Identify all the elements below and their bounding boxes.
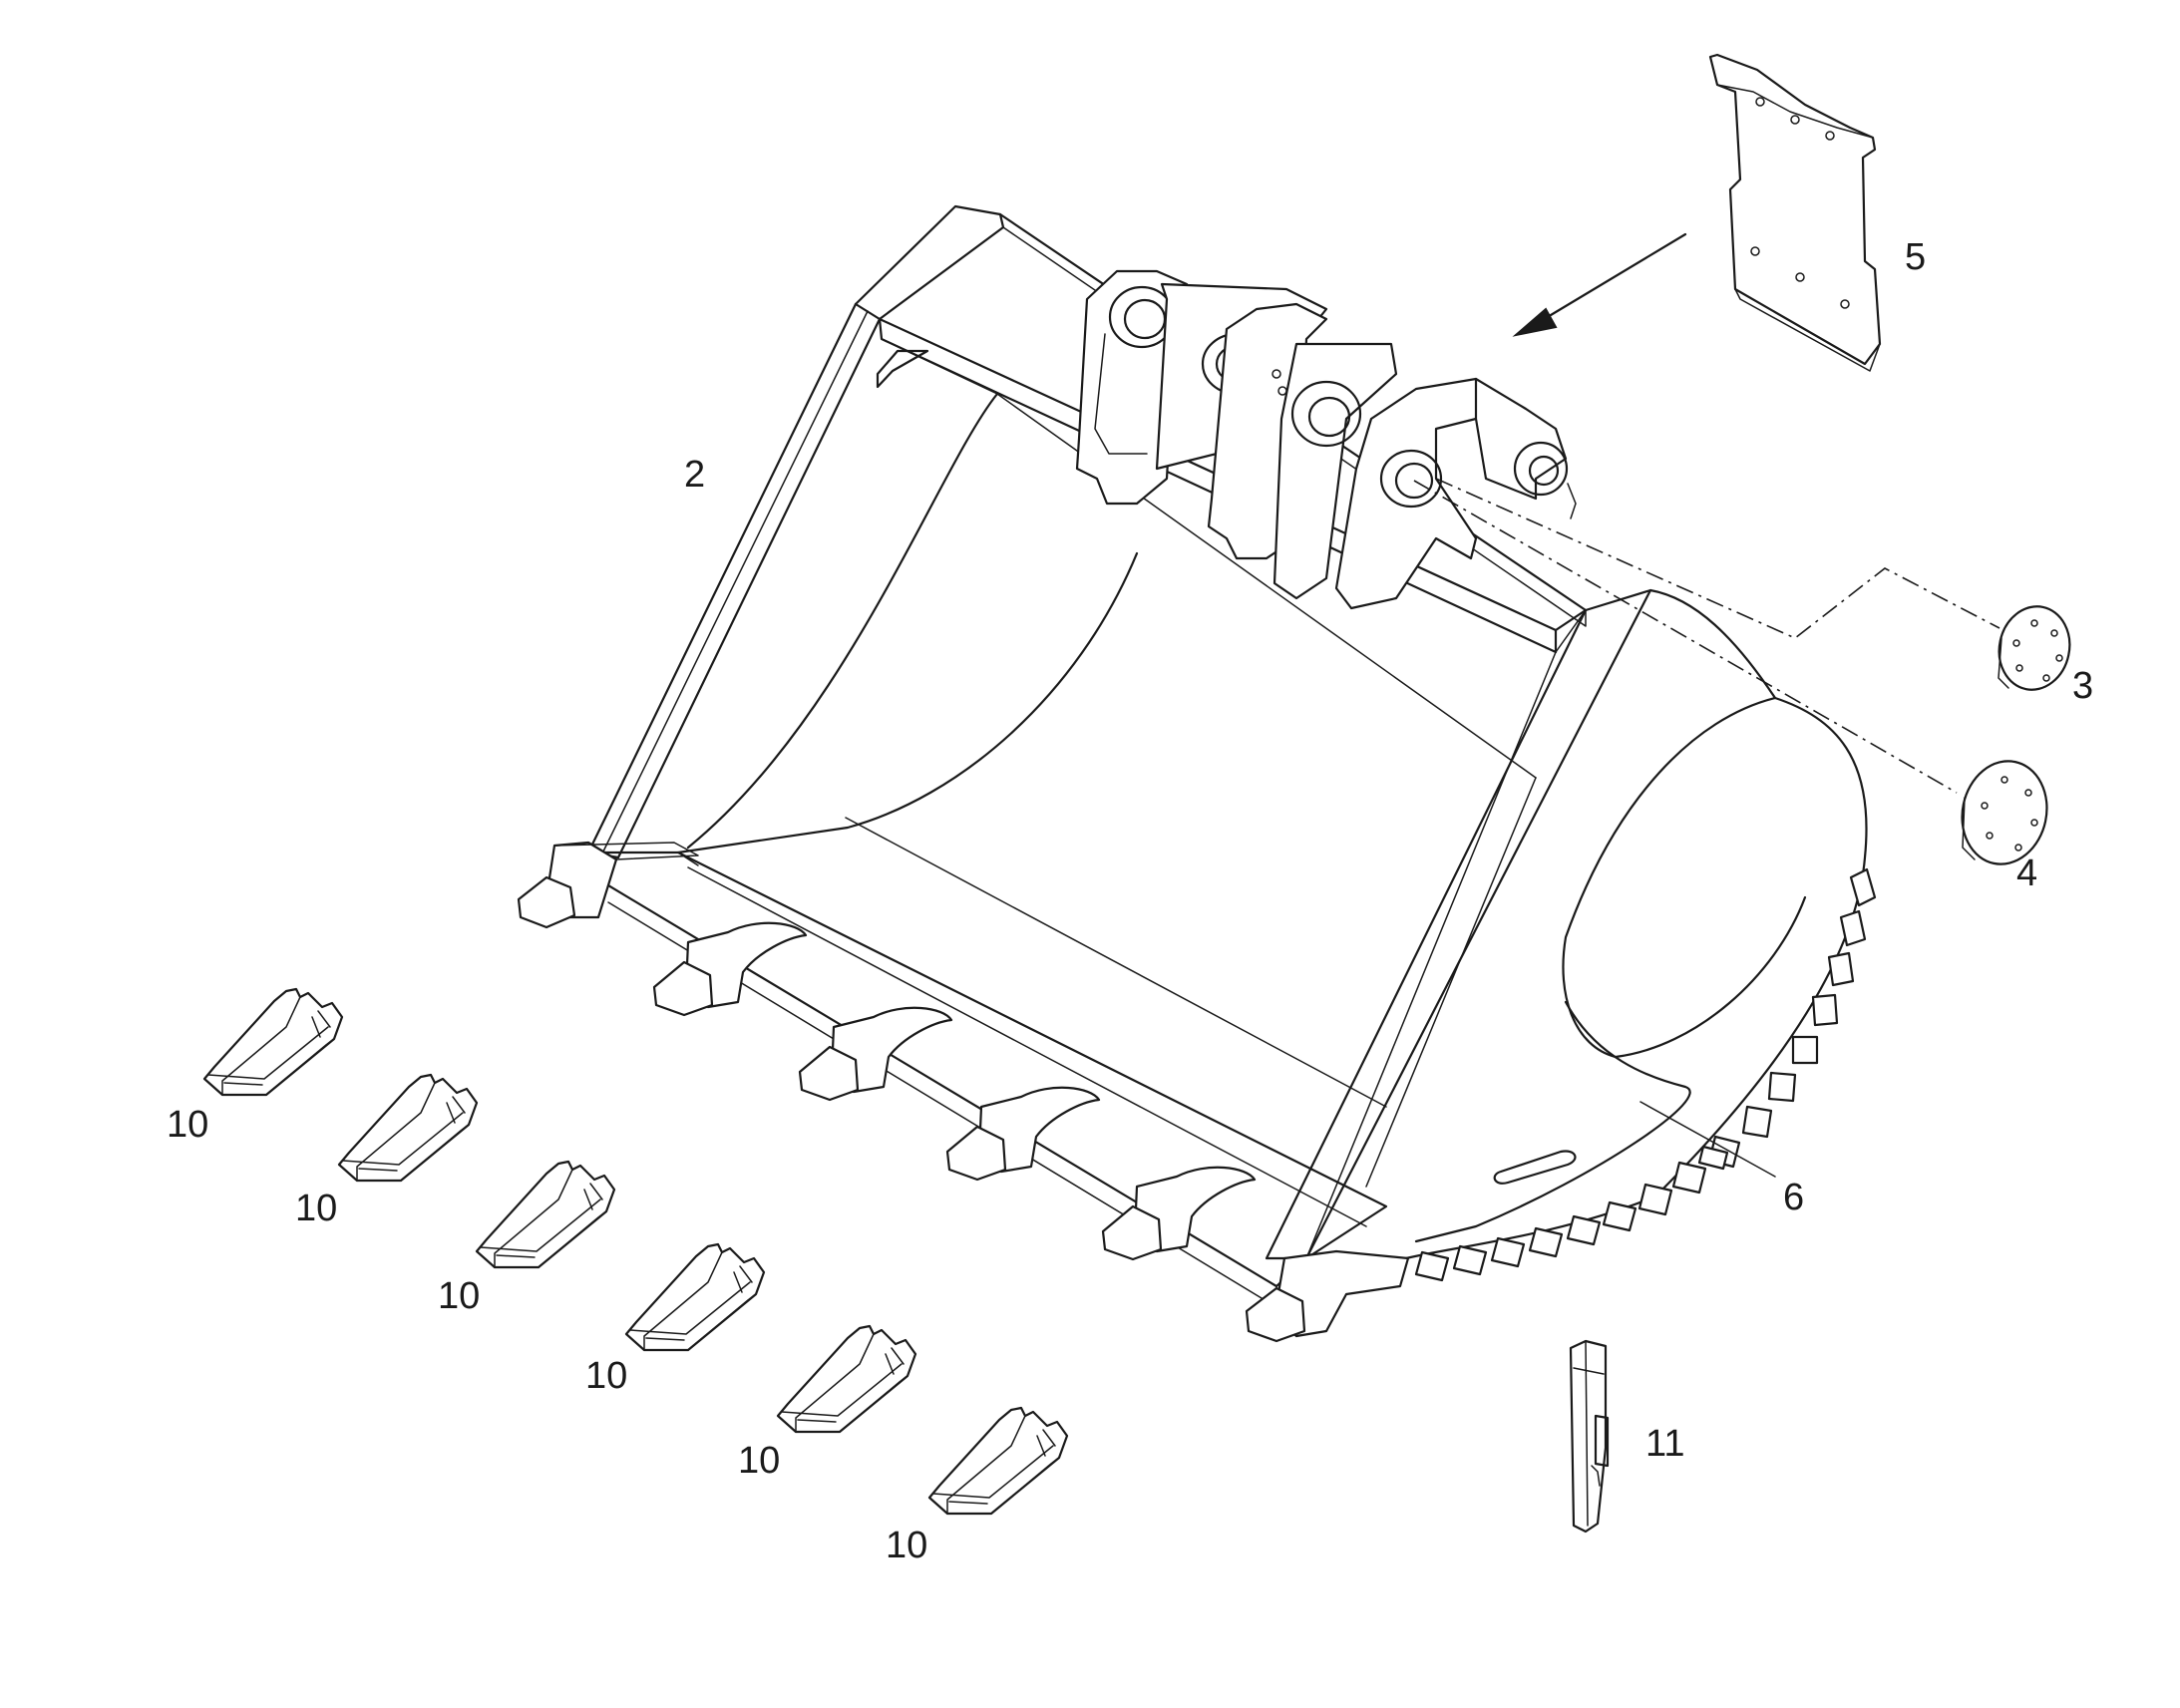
- callout-4: 4: [2016, 853, 2037, 894]
- tooth-3: [475, 1160, 616, 1269]
- bucket-tooth-adapters: [517, 841, 1410, 1343]
- tooth-4: [624, 1242, 766, 1352]
- callout-11: 11: [1645, 1423, 1684, 1465]
- callout-2: 2: [684, 454, 705, 496]
- callout-labels: 2 3 4 5 6 10 10 10 10 10 10 11: [167, 236, 2093, 1566]
- callout-10-d: 10: [585, 1355, 627, 1397]
- callout-6: 6: [1783, 1177, 1804, 1218]
- callout-3: 3: [2072, 665, 2093, 707]
- part-11-retainer-pin: [1569, 1339, 1610, 1534]
- tooth-6: [927, 1406, 1069, 1516]
- loose-teeth-part-10: [202, 987, 1069, 1516]
- tooth-2: [337, 1073, 479, 1183]
- assembly-arrow: [1512, 232, 1687, 337]
- side-wear-segments: [1414, 867, 1877, 1282]
- callout-5: 5: [1905, 236, 1926, 278]
- tooth-1: [202, 987, 344, 1097]
- part-6-leader: [1639, 1101, 1776, 1178]
- linkage-bosses: [1075, 269, 1577, 610]
- callout-10-e: 10: [738, 1440, 780, 1482]
- part-4-cover-plate: [1961, 760, 2048, 865]
- callout-10-a: 10: [167, 1104, 208, 1146]
- part-5-wear-plate: [1708, 53, 1882, 372]
- callout-10-c: 10: [438, 1275, 480, 1317]
- callout-10-b: 10: [295, 1188, 337, 1229]
- callout-10-f: 10: [886, 1525, 927, 1566]
- part-3-cover-plate: [1998, 605, 2071, 691]
- dash-leaders: [1413, 478, 2000, 794]
- tooth-5: [776, 1324, 917, 1434]
